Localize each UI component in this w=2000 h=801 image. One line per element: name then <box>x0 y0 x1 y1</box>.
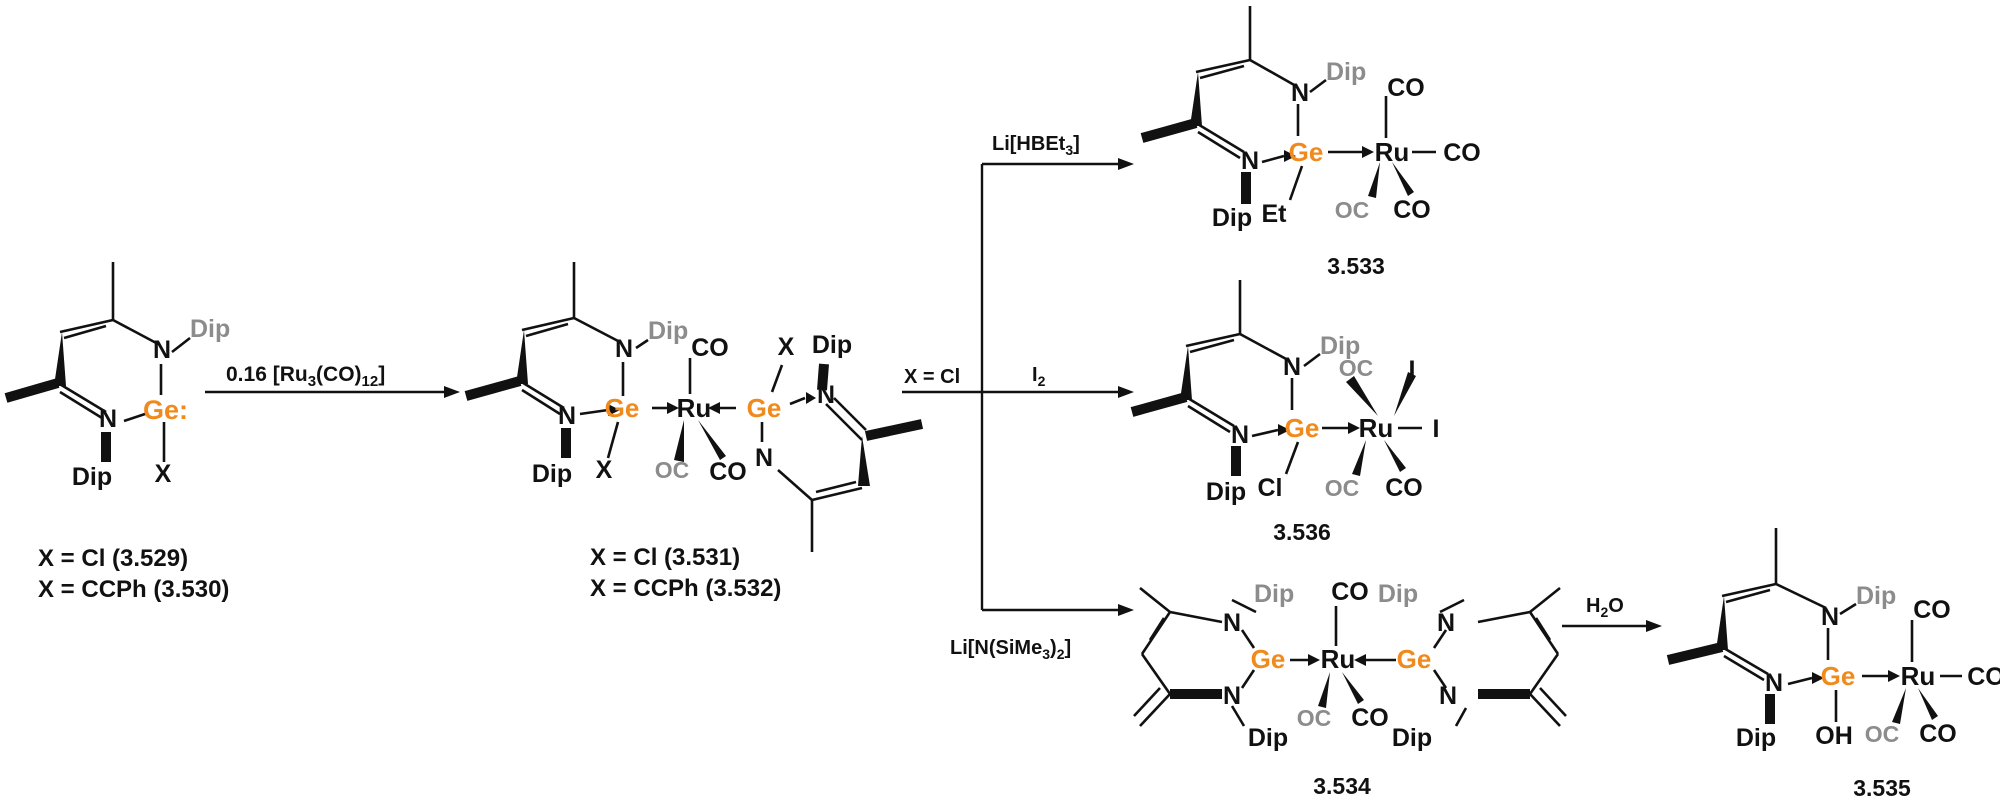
co-ligand: CO <box>1393 196 1431 224</box>
n-atom: N <box>615 335 633 363</box>
dip-substituent: Dip <box>1212 204 1252 232</box>
dip-substituent: Dip <box>190 315 230 343</box>
n-atom: N <box>558 402 576 430</box>
iodo-ligand: I <box>1409 356 1416 384</box>
co-ligand: CO <box>1351 704 1389 732</box>
oc-ligand: OC <box>655 457 690 483</box>
compound-label-3-533: 3.533 <box>1327 253 1385 279</box>
compound-label-3-529: X = Cl (3.529) <box>38 545 188 572</box>
dip-substituent: Dip <box>1254 580 1294 608</box>
n-atom: N <box>1231 421 1249 449</box>
compound-3-529-530: N Dip N Ge: Dip X X = Cl (3.529) X = CCP… <box>4 262 230 603</box>
reagent-water: H2O <box>1586 595 1624 620</box>
dip-substituent: Dip <box>72 463 112 491</box>
dip-substituent: Dip <box>812 331 852 359</box>
dip-substituent: Dip <box>1206 478 1246 506</box>
ruthenium-atom: Ru <box>677 393 712 423</box>
co-ligand: CO <box>691 334 729 362</box>
compound-3-536: N Dip N Ge Dip Cl Ru OC I I OC CO 3.536 <box>1130 280 1440 545</box>
compound-label-3-535: 3.535 <box>1853 775 1911 801</box>
n-atom: N <box>1765 669 1783 697</box>
ruthenium-atom: Ru <box>1321 644 1356 674</box>
germanium-atom: Ge <box>1251 644 1286 674</box>
co-ligand: CO <box>1387 74 1425 102</box>
n-atom: N <box>153 336 171 364</box>
compound-3-533: N Dip N Ge Dip Et Ru CO CO OC CO 3.533 <box>1140 6 1481 279</box>
ruthenium-atom: Ru <box>1359 413 1394 443</box>
dip-substituent: Dip <box>648 317 688 345</box>
compound-label-3-534: 3.534 <box>1313 773 1371 799</box>
co-ligand: CO <box>1919 720 1957 748</box>
n-atom: N <box>99 405 117 433</box>
branching-arrows: Li[HBEt3] X = Cl I2 Li[N(SiMe3)2] <box>902 133 1134 662</box>
reaction-arrow-water: H2O <box>1562 595 1662 632</box>
x-substituent: X <box>596 456 613 484</box>
reagent-iodine: I2 <box>1032 364 1046 389</box>
co-ligand: CO <box>1967 663 2000 691</box>
reagent-amide: Li[N(SiMe3)2] <box>950 637 1071 662</box>
dip-substituent: Dip <box>1856 582 1896 610</box>
germanium-atom: Ge: <box>143 395 188 425</box>
condition-x-cl: X = Cl <box>904 366 960 388</box>
oc-ligand: OC <box>1325 475 1360 501</box>
ruthenium-atom: Ru <box>1901 661 1936 691</box>
dip-substituent: Dip <box>1248 724 1288 752</box>
compound-3-531-532: N Dip N Ge Dip X Ru CO OC CO Ge X N Dip … <box>464 262 924 602</box>
reagent-ru3co12: 0.16 [Ru3(CO)12] <box>226 363 385 390</box>
dip-substituent: Dip <box>1392 724 1432 752</box>
n-atom: N <box>1241 147 1259 175</box>
oc-ligand: OC <box>1865 721 1900 747</box>
n-atom: N <box>1223 682 1241 710</box>
n-atom: N <box>1439 682 1457 710</box>
compound-label-3-536: 3.536 <box>1273 519 1331 545</box>
n-atom: N <box>1821 603 1839 631</box>
hydroxy-substituent: OH <box>1815 722 1853 750</box>
co-ligand: CO <box>1331 578 1369 606</box>
compound-3-534: N Dip N Ge Dip Ru CO OC CO Ge Dip N N Di… <box>1133 578 1567 799</box>
co-ligand: CO <box>1385 474 1423 502</box>
reaction-arrow-ru3co12: 0.16 [Ru3(CO)12] <box>205 363 460 398</box>
germanium-atom: Ge <box>1289 137 1324 167</box>
compound-3-535: N Dip N Ge Dip OH Ru CO CO OC CO 3.535 <box>1666 528 2000 801</box>
germanium-atom: Ge <box>605 393 640 423</box>
iodo-ligand: I <box>1433 415 1440 443</box>
compound-label-3-531: X = Cl (3.531) <box>590 544 740 571</box>
germanium-atom: Ge <box>747 393 782 423</box>
x-substituent: X <box>155 460 172 488</box>
dip-substituent: Dip <box>1320 332 1360 360</box>
dip-substituent: Dip <box>1378 580 1418 608</box>
dip-substituent: Dip <box>1736 724 1776 752</box>
germanium-atom: Ge <box>1821 661 1856 691</box>
oc-ligand: OC <box>1297 705 1332 731</box>
germanium-atom: Ge <box>1397 644 1432 674</box>
n-atom: N <box>1283 353 1301 381</box>
reagent-hbet3: Li[HBEt3] <box>992 133 1080 158</box>
n-atom: N <box>1223 609 1241 637</box>
co-ligand: CO <box>1443 139 1481 167</box>
n-atom: N <box>1437 609 1455 637</box>
ruthenium-atom: Ru <box>1375 137 1410 167</box>
germanium-atom: Ge <box>1285 413 1320 443</box>
co-ligand: CO <box>1913 596 1951 624</box>
co-ligand: CO <box>709 458 747 486</box>
dip-substituent: Dip <box>532 460 572 488</box>
chloro-substituent: Cl <box>1258 474 1283 502</box>
ethyl-substituent: Et <box>1262 200 1288 228</box>
compound-label-3-532: X = CCPh (3.532) <box>590 575 781 602</box>
compound-label-3-530: X = CCPh (3.530) <box>38 576 229 603</box>
dip-substituent: Dip <box>1326 58 1366 86</box>
n-atom: N <box>1291 79 1309 107</box>
n-atom: N <box>817 381 835 409</box>
oc-ligand: OC <box>1339 355 1374 381</box>
n-atom: N <box>755 444 773 472</box>
oc-ligand: OC <box>1335 197 1370 223</box>
x-substituent: X <box>778 333 795 361</box>
